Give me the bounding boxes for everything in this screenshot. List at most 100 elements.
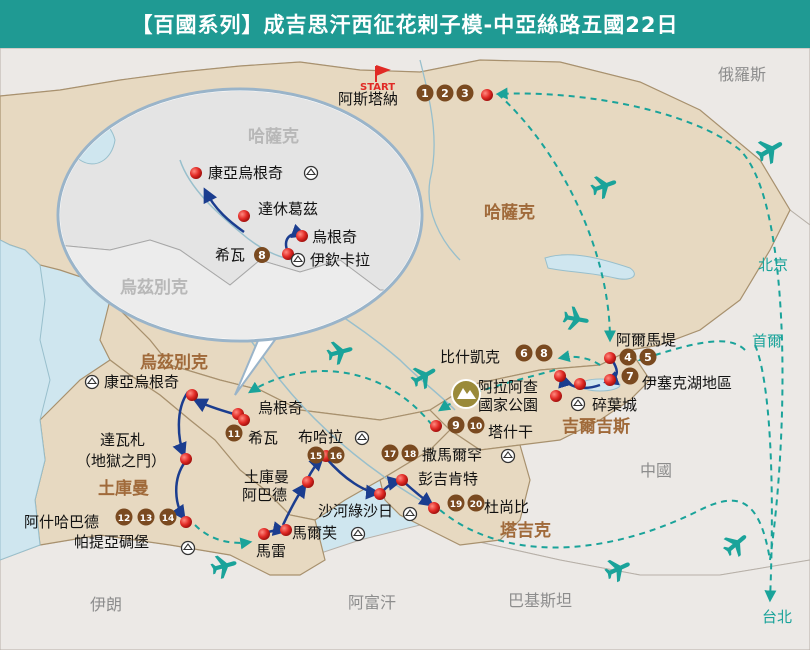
city-pin-kunya[interactable] [186, 389, 198, 401]
city-pin-bishkek[interactable] [554, 370, 566, 382]
country-af: 阿富汗 [348, 593, 396, 612]
balkhash-lake [544, 254, 635, 280]
city-pin-astana[interactable] [481, 89, 493, 101]
day-badge-text: 5 [644, 351, 652, 364]
city-pin-khiva[interactable] [238, 414, 250, 426]
city-label-almaty: 阿爾馬堤 [616, 331, 676, 349]
heritage-icon [180, 540, 196, 556]
city-pin-turk1[interactable] [302, 476, 314, 488]
day-badge-text: 1 [421, 87, 429, 100]
day-badge-text: 4 [624, 351, 632, 364]
city-label-alaarcha1: 阿拉阿查 [478, 378, 538, 396]
city-pin-almaty[interactable] [604, 352, 616, 364]
city-pin-merv[interactable] [280, 524, 292, 536]
heritage-icon [402, 506, 418, 522]
heritage-icon [290, 252, 306, 268]
day-badge-text: 19 [450, 500, 463, 510]
city-label-bishkek: 比什凱克 [440, 348, 500, 366]
city-pin-alaarcha1[interactable] [550, 390, 562, 402]
day-badge [225, 424, 243, 442]
tajikistan-land [379, 429, 531, 546]
country-kg: 吉爾吉斯 [562, 416, 630, 437]
route-urgench-kunya [192, 398, 235, 416]
flight-almaty-bishkek [557, 350, 601, 366]
city-label-astana: 阿斯塔納 [338, 90, 398, 108]
start-flag: START [360, 65, 395, 93]
city-label-turk2: 阿巴德 [242, 486, 287, 504]
city-pin-suyab[interactable] [574, 378, 586, 390]
day-badge [416, 84, 434, 102]
flag-icon [375, 65, 391, 82]
city-pin-dushanbe[interactable] [428, 502, 440, 514]
inset-label-ichan: 伊欽卡拉 [310, 251, 370, 269]
day-badge [456, 84, 474, 102]
day-badge [639, 348, 657, 366]
inset-label-urgench: 烏根奇 [312, 228, 357, 246]
city-label-shahr: 沙河綠沙日 [318, 502, 393, 520]
city-label-mary: 馬雷 [256, 542, 286, 560]
day-badge [159, 508, 177, 526]
city-label-nisa: 帕提亞碉堡 [74, 533, 149, 551]
inset-pin-khiva[interactable] [282, 248, 294, 260]
city-label-darvaza2: （地獄之門） [76, 452, 166, 470]
inset-pin-kunya[interactable] [190, 167, 202, 179]
day-badge-text: 8 [540, 347, 548, 360]
inset-pin-urgench[interactable] [296, 230, 308, 242]
mountain-icon [457, 388, 476, 399]
flight-routes [194, 87, 784, 603]
flight-dushanbe-taipei [439, 499, 771, 561]
heritage-icon [350, 526, 366, 542]
caspian-sea [0, 239, 51, 561]
inset-label-kunya: 康亞烏根奇 [208, 164, 283, 182]
inset-day-text: 8 [258, 249, 266, 262]
route-map: 哈薩克 烏茲別克 康亞烏根奇 達休葛茲 烏根奇 希瓦 8 伊欽卡拉 哈薩克 烏茲… [0, 48, 810, 650]
route-kunya-darvaza [172, 391, 190, 458]
day-badge-text: 11 [228, 430, 241, 440]
city-label-bukhara: 布哈拉 [298, 428, 343, 446]
day-badge [447, 416, 465, 434]
day-badge [327, 446, 345, 464]
city-label-ashgabat: 阿什哈巴德 [24, 513, 99, 531]
city-pin-shahr[interactable] [374, 488, 386, 500]
city-pin-ashgabat[interactable] [180, 516, 192, 528]
inset-label-darvaza: 達休葛茲 [258, 200, 318, 218]
city-pin-tashkent[interactable] [430, 420, 442, 432]
city-label-darvaza1: 達瓦札 [100, 431, 145, 449]
hub-beijing: 北京 [758, 256, 788, 274]
inset-callout: 哈薩克 烏茲別克 康亞烏根奇 達休葛茲 烏根奇 希瓦 8 伊欽卡拉 [56, 87, 424, 396]
country-tm: 土庫曼 [98, 478, 149, 499]
title-bar: 【百國系列】成吉思汗西征花剌子模-中亞絲路五國22日 [0, 0, 810, 48]
city-label-dushanbe: 杜尚比 [484, 498, 529, 516]
day-badge [307, 446, 325, 464]
flight-seoul-taipei [754, 344, 777, 603]
city-label-turk1: 土庫曼 [244, 468, 289, 486]
inset-pin-darvaza[interactable] [238, 210, 250, 222]
city-label-issyk: 伊塞克湖地區 [642, 374, 732, 392]
route-merv-turkabad [281, 482, 307, 526]
day-badge [447, 494, 465, 512]
inset-country-uz: 烏茲別克 [120, 277, 188, 298]
flight-tashkent-urgench [247, 370, 433, 426]
day-badge [619, 348, 637, 366]
city-label-alaarcha2: 國家公園 [478, 396, 538, 414]
city-pin-mary[interactable] [258, 528, 270, 540]
day-badge [381, 444, 399, 462]
day-badge [467, 416, 485, 434]
day-badge-text: 10 [470, 422, 483, 432]
day-badge-text: 15 [310, 452, 323, 462]
day-badge [515, 344, 533, 362]
day-badge-text: 7 [626, 370, 634, 383]
city-pin-darvaza1[interactable] [180, 453, 192, 465]
inset-country-kz: 哈薩克 [248, 126, 299, 147]
page-title: 【百國系列】成吉思汗西征花剌子模-中亞絲路五國22日 [131, 13, 679, 37]
city-pin-issyk[interactable] [604, 374, 616, 386]
day-badge-text: 16 [330, 452, 343, 462]
day-badge [535, 344, 553, 362]
hub-labels: 北京 首爾 台北 [752, 256, 792, 626]
city-label-samarkand: 撒馬爾罕 [422, 446, 482, 464]
city-pin-samarkand[interactable] [396, 474, 408, 486]
country-labels: 哈薩克 烏茲別克 土庫曼 吉爾吉斯 塔吉克 俄羅斯 中國 伊朗 阿富汗 巴基斯坦 [90, 65, 766, 614]
city-label-merv: 馬爾芙 [292, 524, 337, 542]
day-badge-text: 18 [404, 450, 417, 460]
